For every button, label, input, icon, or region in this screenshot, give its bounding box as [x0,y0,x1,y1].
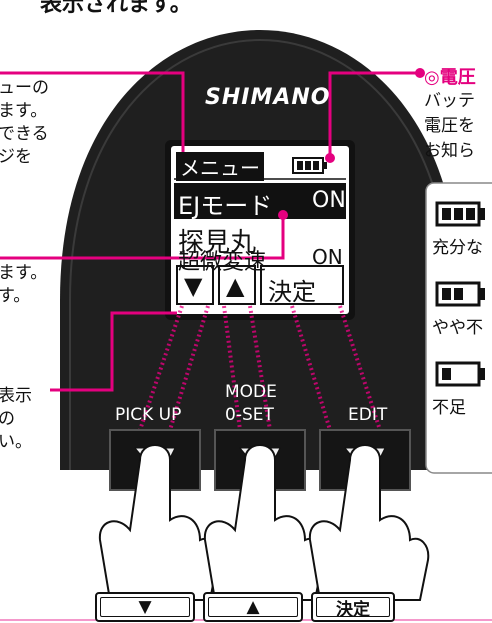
left-callout-bottom-line-2: の [0,409,15,429]
button-label-oset: 0-SET [225,405,274,425]
button-label-edit: EDIT [348,405,388,425]
lcd-row-2-label[interactable]: 探見丸 [178,228,257,258]
voltage-callout-line-1: バッテ [424,91,475,111]
voltage-callout-line-3: お知ら [424,141,475,161]
left-callout-mid-line-2: す。 [0,286,31,306]
lcd-row-1-value: ON [312,188,346,213]
battery-level-low-label: 不足 [432,398,466,418]
left-callout-bottom-line-3: い。 [0,432,32,452]
device-rim [69,38,451,470]
callout-lines [0,71,420,392]
hand-illustrations [98,444,430,601]
bottom-key-enter-label: 決定 [336,599,370,620]
battery-mid-icon [435,281,485,307]
left-callout-mid-line-1: ます。 [0,263,48,283]
lcd-softkey-up-box [218,265,256,305]
voltage-callout-line-2: 電圧を [424,116,475,136]
bottom-key-down[interactable]: ▼ [95,592,195,622]
battery-legend-box [425,182,492,474]
lcd-softkey-enter: 決定 [268,278,316,306]
battery-level-full-label: 充分な [432,238,483,258]
left-callout-bottom-line-1: 表示 [0,386,32,406]
callout-dot-battery [325,153,335,163]
battery-level-mid-label: やや不 [432,318,483,338]
top-heading: 表示されます。 [40,0,192,17]
lcd-row-highlight [174,183,346,219]
lcd-softkey-down-box [176,265,214,305]
left-callout-menu-line-2: ます。 [0,101,48,121]
bottom-key-down-label: ▼ [138,597,152,617]
battery-low-icon [435,361,485,387]
bottom-key-up-label: ▲ [246,597,260,617]
lcd-row-1-label[interactable]: EJモード [178,192,273,220]
lcd-softkey-up: ▲ [226,272,245,300]
button-label-mode: MODE [225,382,277,402]
left-callout-menu-line-4: ジを [0,147,32,167]
left-callout-menu-line-3: できる [0,124,49,144]
callout-dot-softkey [415,68,425,78]
button-label-pickup: PICK UP [115,405,182,425]
lcd-softkey-down: ▼ [184,272,203,300]
battery-full-icon [435,201,485,227]
callout-dot-row [278,210,288,220]
voltage-callout-title: ◎電圧 [424,67,476,88]
lcd-softkey-enter-box [260,265,344,305]
lcd-row-3-label[interactable]: 超微変速 [178,250,267,275]
left-callout-menu-line-1: ューの [0,78,49,98]
lcd-row-3-value: ON [312,245,343,269]
lcd-menu-title: メニュー [176,152,264,181]
bottom-key-enter[interactable]: 決定 [311,592,395,622]
lcd-battery-icon [292,157,327,174]
brand-logo: SHIMANO [205,85,331,110]
bottom-key-up[interactable]: ▲ [203,592,303,622]
softkey-guides [138,305,382,431]
